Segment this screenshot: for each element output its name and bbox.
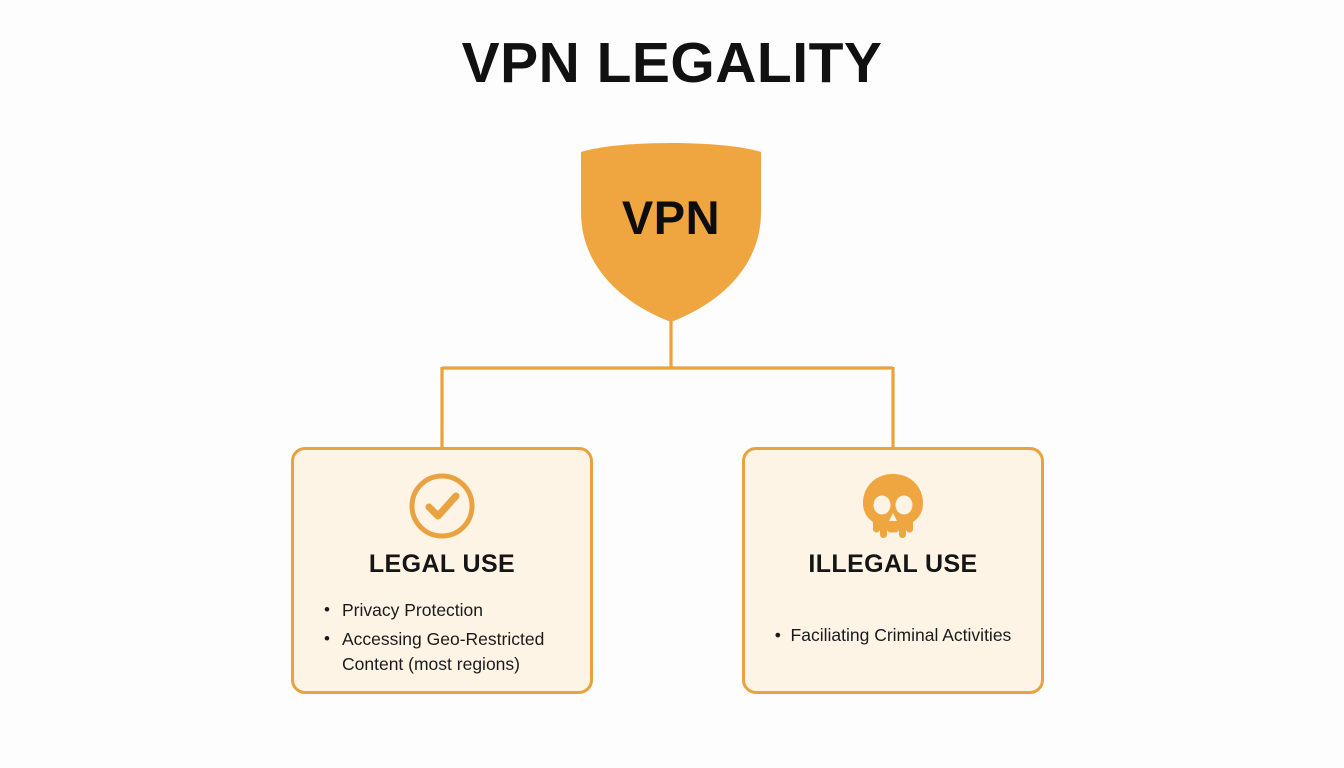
vpn-shield-node: VPN — [578, 140, 764, 322]
circle-check-icon — [407, 470, 477, 542]
skull-icon — [861, 470, 925, 542]
illegal-use-card[interactable]: ILLEGAL USE Faciliating Criminal Activit… — [742, 447, 1044, 694]
legal-use-card[interactable]: LEGAL USE Privacy Protection Accessing G… — [291, 447, 593, 694]
list-item: Privacy Protection — [324, 598, 572, 623]
legal-use-list: Privacy Protection Accessing Geo-Restric… — [294, 598, 590, 681]
illegal-use-list: Faciliating Criminal Activities — [745, 623, 1041, 648]
shield-icon — [581, 143, 761, 322]
illegal-use-heading: ILLEGAL USE — [808, 550, 978, 578]
legal-use-heading: LEGAL USE — [368, 550, 516, 578]
list-item: Faciliating Criminal Activities — [757, 623, 1029, 648]
list-item: Accessing Geo-Restricted Content (most r… — [324, 627, 572, 677]
page-title: VPN LEGALITY — [461, 31, 883, 95]
